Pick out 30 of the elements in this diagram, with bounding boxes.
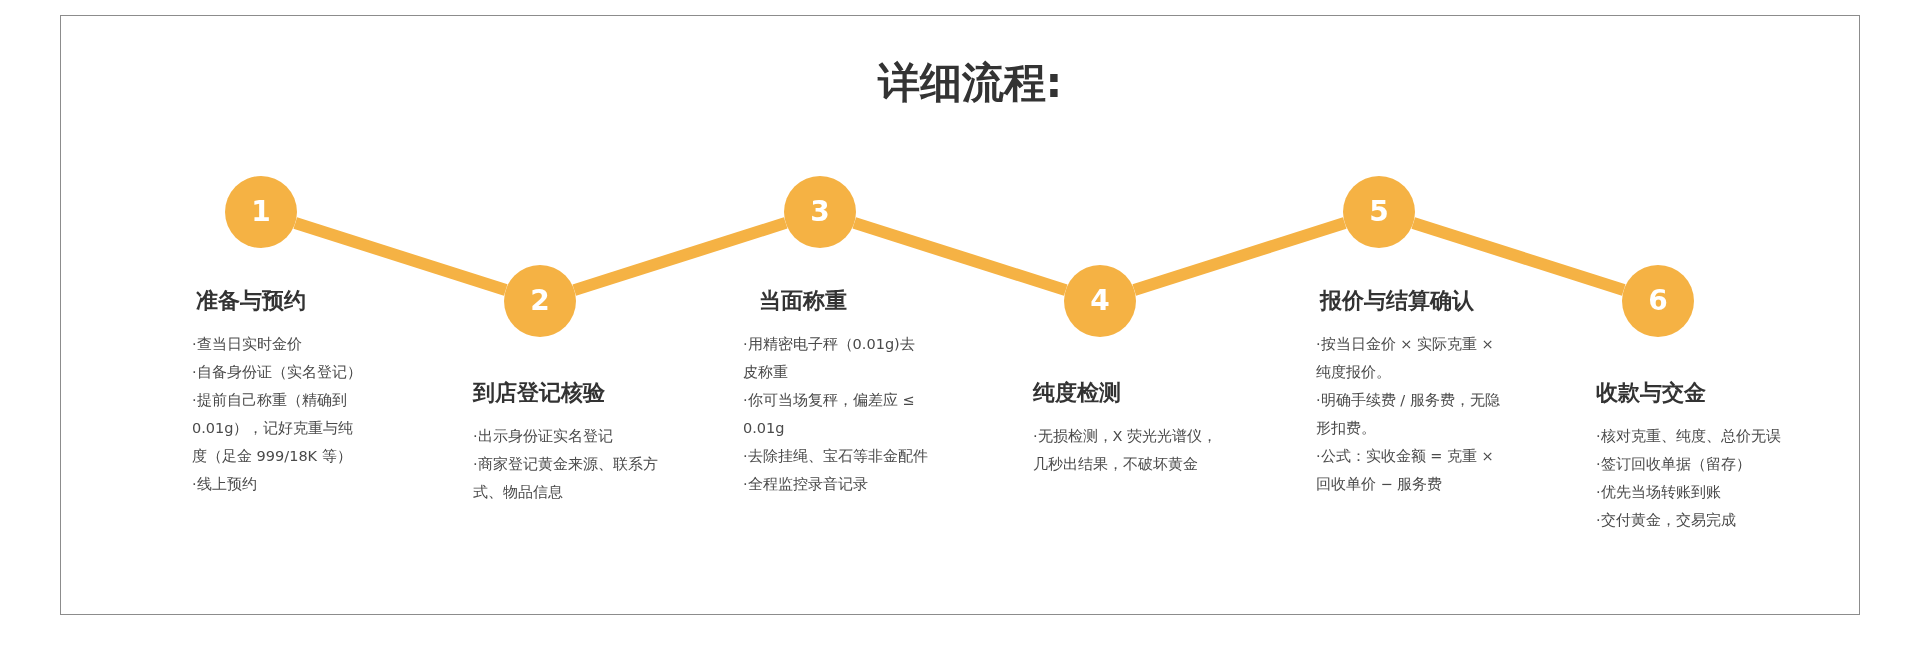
- bullet-text: ·你可当场复秤，偏差应 ≤ 0.01g: [743, 391, 916, 438]
- bullet-text: ·优先当场转账到账: [1596, 483, 1722, 502]
- step-heading: 收款与交金: [1596, 379, 1706, 407]
- diagram-title: 详细流程:: [876, 57, 1064, 109]
- step-heading: 报价与结算确认: [1320, 287, 1474, 315]
- step-heading: 到店登记核验: [473, 379, 605, 407]
- connector-line: [293, 217, 508, 296]
- connector-line: [1132, 217, 1347, 296]
- bullet-text: ·按当日金价 × 实际克重 × 纯度报价。: [1316, 335, 1495, 382]
- bullet-text: ·商家登记黄金来源、联系方式、物品信息: [473, 455, 659, 502]
- bullet-text: ·出示身份证实名登记: [473, 427, 614, 446]
- connector-line: [1411, 217, 1626, 296]
- bullet-text: ·明确手续费 / 服务费，无隐形扣费。: [1316, 391, 1501, 438]
- bullet-text: ·自备身份证（实名登记）: [192, 363, 363, 382]
- bullet-text: ·提前自己称重（精确到0.01g），记好克重与纯度（足金 999/18K 等）: [192, 391, 355, 466]
- step-heading: 当面称重: [759, 287, 847, 315]
- connector-line: [572, 217, 788, 296]
- bullet-text: ·用精密电子秤（0.01g)去皮称重: [743, 335, 916, 382]
- bullet-text: ·交付黄金，交易完成: [1596, 511, 1737, 530]
- bullet-text: ·去除挂绳、宝石等非金配件: [743, 447, 929, 466]
- bullet-text: ·全程监控录音记录: [743, 475, 869, 494]
- step-heading: 纯度检测: [1033, 379, 1121, 407]
- step-heading: 准备与预约: [196, 287, 306, 315]
- bullet-text: ·公式：实收金额 = 克重 × 回收单价 − 服务费: [1316, 447, 1495, 494]
- bullet-text: ·无损检测，X 荧光光谱仪，几秒出结果，不破坏黄金: [1033, 427, 1219, 474]
- bullet-text: ·查当日实时金价: [192, 335, 303, 354]
- bullet-text: ·签订回收单据（留存）: [1596, 455, 1752, 474]
- bullet-text: ·线上预约: [192, 475, 258, 494]
- bullet-text: ·核对克重、纯度、总价无误: [1596, 427, 1782, 446]
- connector-line: [852, 217, 1068, 296]
